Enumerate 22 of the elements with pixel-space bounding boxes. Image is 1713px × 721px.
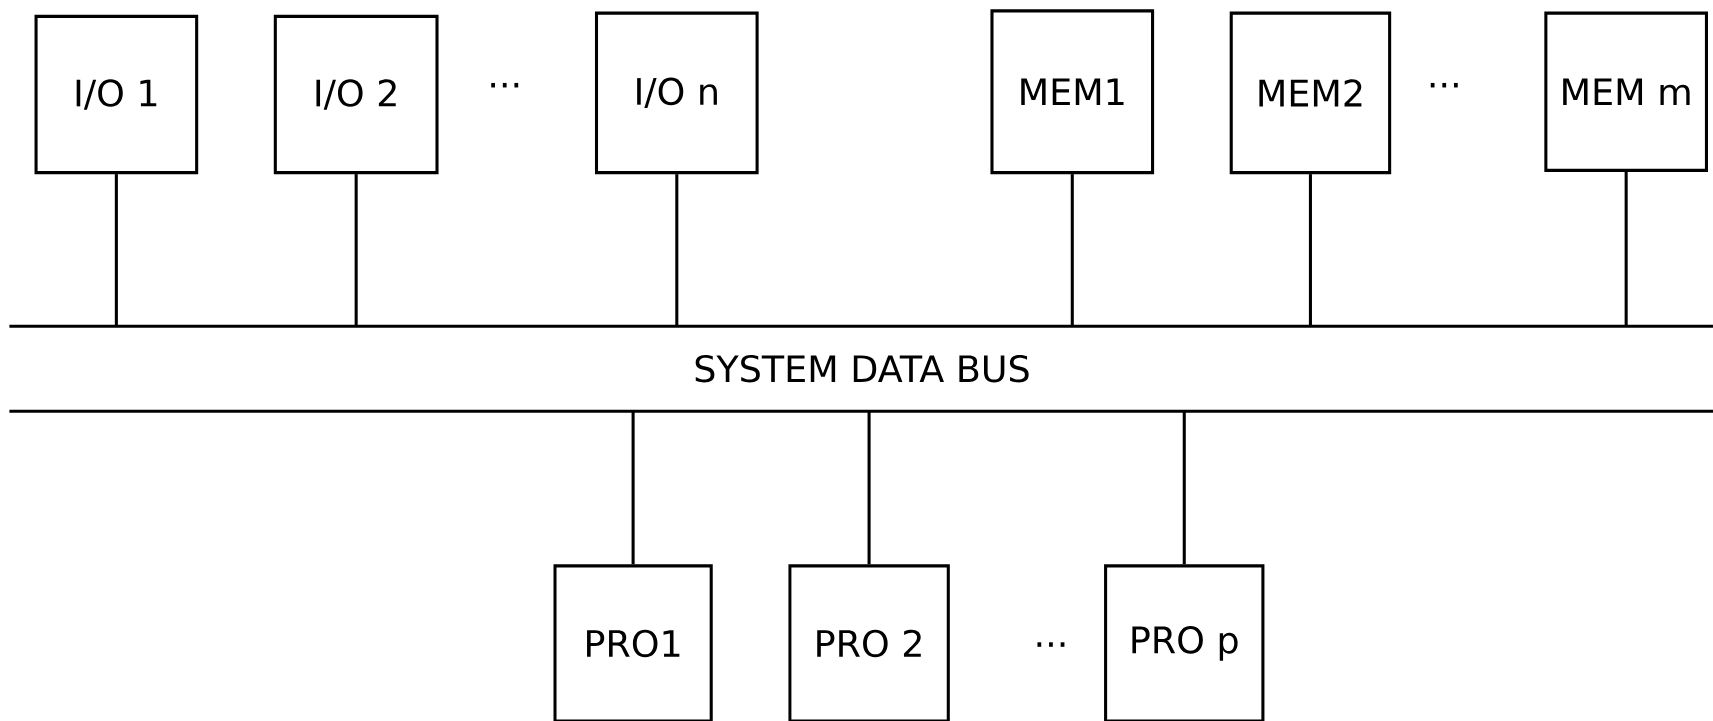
module-box: MEM m: [1544, 11, 1708, 172]
module-box: PRO p: [1104, 564, 1265, 721]
ellipsis: ...: [1037, 642, 1065, 647]
module-box: I/O n: [594, 11, 759, 175]
connector-line: [631, 411, 635, 565]
connector-line: [1070, 174, 1074, 327]
module-box: PRO 2: [788, 564, 950, 721]
connector-line: [114, 174, 118, 327]
ellipsis: ...: [491, 82, 519, 88]
module-box: MEM1: [990, 9, 1155, 175]
ellipsis: ...: [1430, 82, 1458, 88]
connector-line: [675, 174, 679, 327]
connector-line: [1182, 411, 1186, 565]
module-box: MEM2: [1229, 11, 1392, 175]
module-box: PRO1: [553, 564, 713, 721]
connector-line: [867, 411, 871, 565]
module-box: I/O 2: [273, 14, 439, 175]
connector-line: [1624, 171, 1628, 327]
bus-band: SYSTEM DATA BUS: [9, 324, 1713, 413]
connector-line: [1308, 174, 1312, 327]
module-box: I/O 1: [34, 14, 199, 175]
connector-line: [354, 174, 358, 327]
